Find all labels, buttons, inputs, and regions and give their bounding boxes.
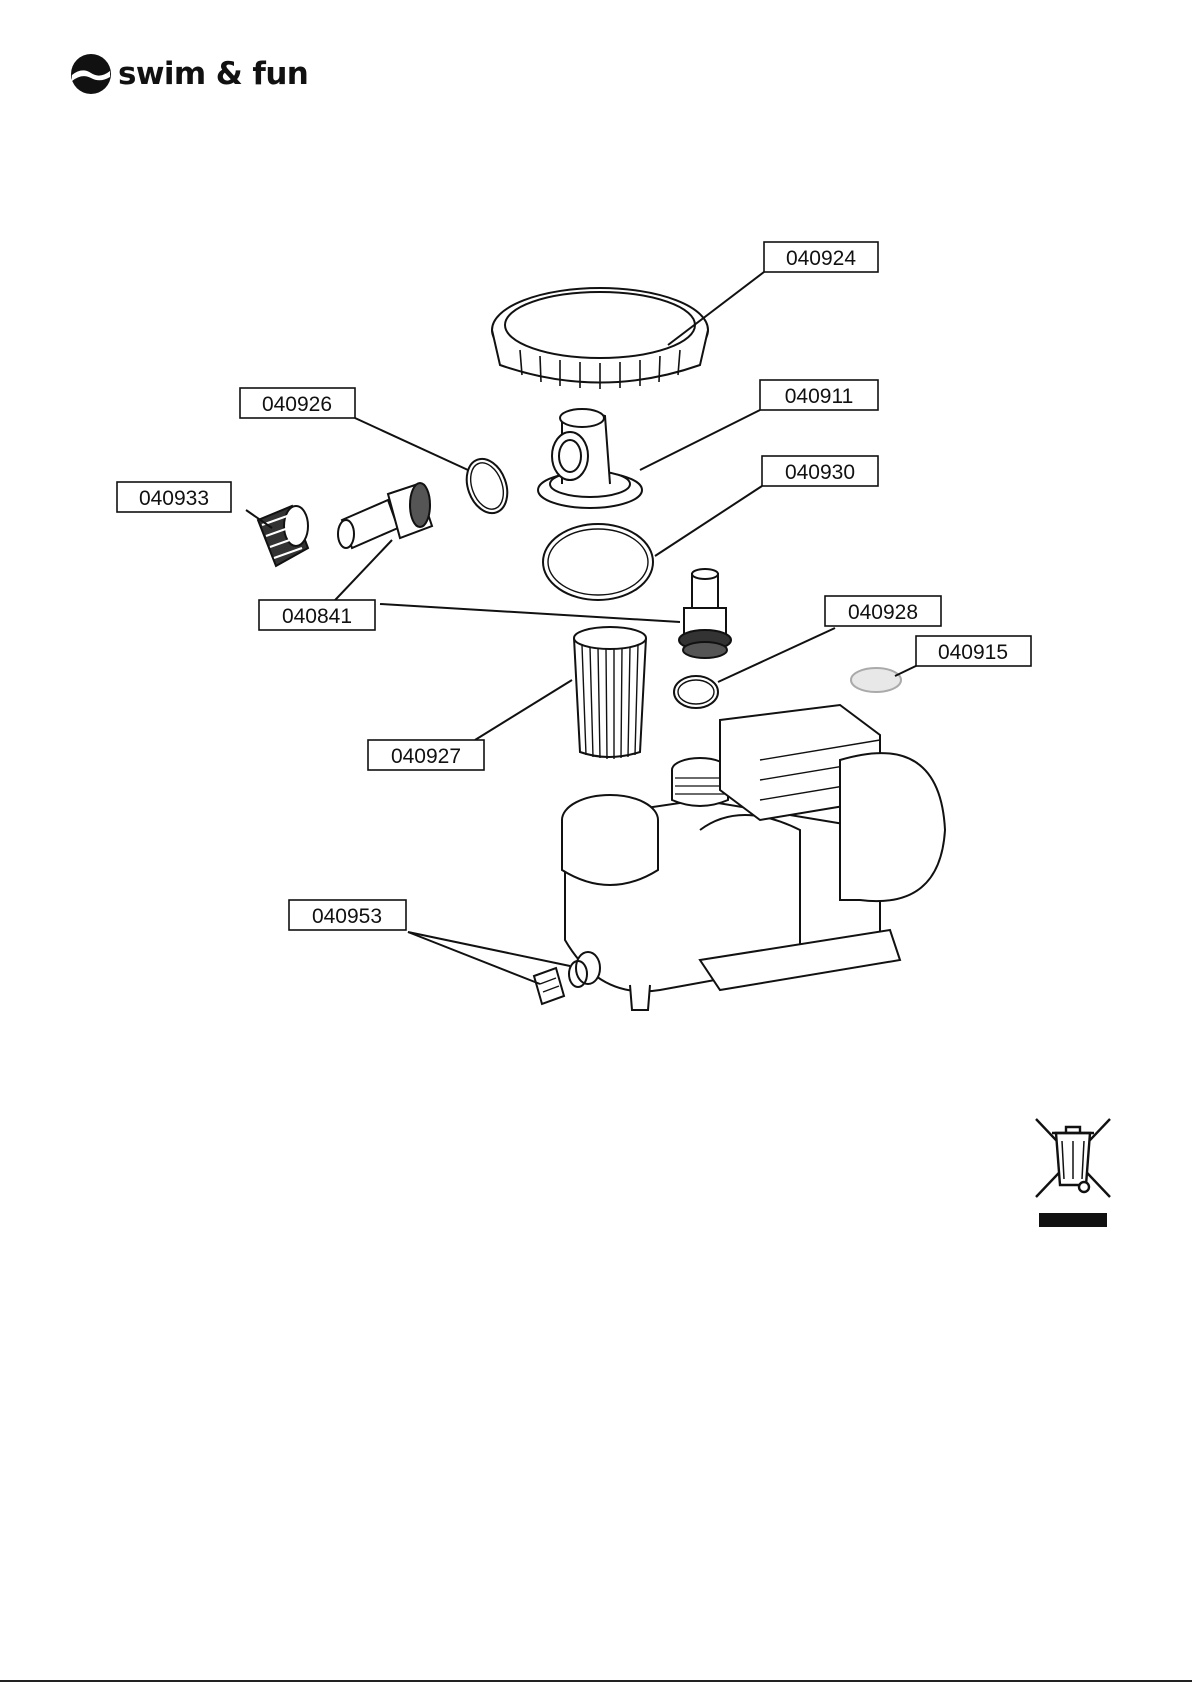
part-code-040926: 040926 — [262, 393, 332, 416]
part-label-040933: 040933 — [117, 482, 231, 512]
crossed-out-wheelie-bin-icon — [1030, 1113, 1116, 1231]
small-o-ring-drawing — [460, 453, 515, 519]
part-code-040928: 040928 — [848, 601, 918, 624]
lid-adapter-drawing — [538, 409, 642, 508]
part-code-040911: 040911 — [785, 385, 854, 408]
part-code-040927: 040927 — [391, 745, 461, 768]
seal-disc-drawing — [851, 668, 901, 692]
leader-040953-b — [408, 932, 570, 966]
part-code-040930: 040930 — [785, 461, 855, 484]
part-code-040933: 040933 — [139, 487, 209, 510]
part-label-040953: 040953 — [289, 900, 406, 930]
exploded-parts-diagram: 040924 040911 040926 040930 040933 04084… — [0, 0, 1192, 1080]
leader-040953-a — [408, 932, 540, 984]
leader-040927 — [475, 680, 572, 740]
leader-040911 — [640, 410, 760, 470]
leader-040926 — [355, 418, 468, 470]
o-ring-drawing — [674, 676, 718, 708]
part-label-040927: 040927 — [368, 740, 484, 770]
part-label-040926: 040926 — [240, 388, 355, 418]
hose-connector-vertical-drawing — [679, 569, 731, 658]
part-label-040911: 040911 — [760, 380, 878, 410]
hose-connector-left-drawing — [338, 483, 432, 548]
leader-040841-b — [380, 604, 680, 622]
large-o-ring-drawing — [543, 524, 653, 600]
part-code-040841: 040841 — [282, 605, 352, 628]
part-code-040953: 040953 — [312, 905, 382, 928]
strainer-basket-drawing — [574, 627, 646, 759]
leader-040930 — [655, 486, 762, 556]
footer-rule — [0, 1680, 1192, 1682]
part-label-040928: 040928 — [825, 596, 941, 626]
leader-040928 — [718, 628, 835, 682]
part-code-040915: 040915 — [938, 641, 1008, 664]
part-code-040924: 040924 — [786, 247, 856, 270]
part-label-040915: 040915 — [916, 636, 1031, 666]
part-label-040930: 040930 — [762, 456, 878, 486]
union-nut-drawing — [258, 506, 308, 566]
part-label-040924: 040924 — [764, 242, 878, 272]
part-label-040841: 040841 — [259, 600, 375, 630]
